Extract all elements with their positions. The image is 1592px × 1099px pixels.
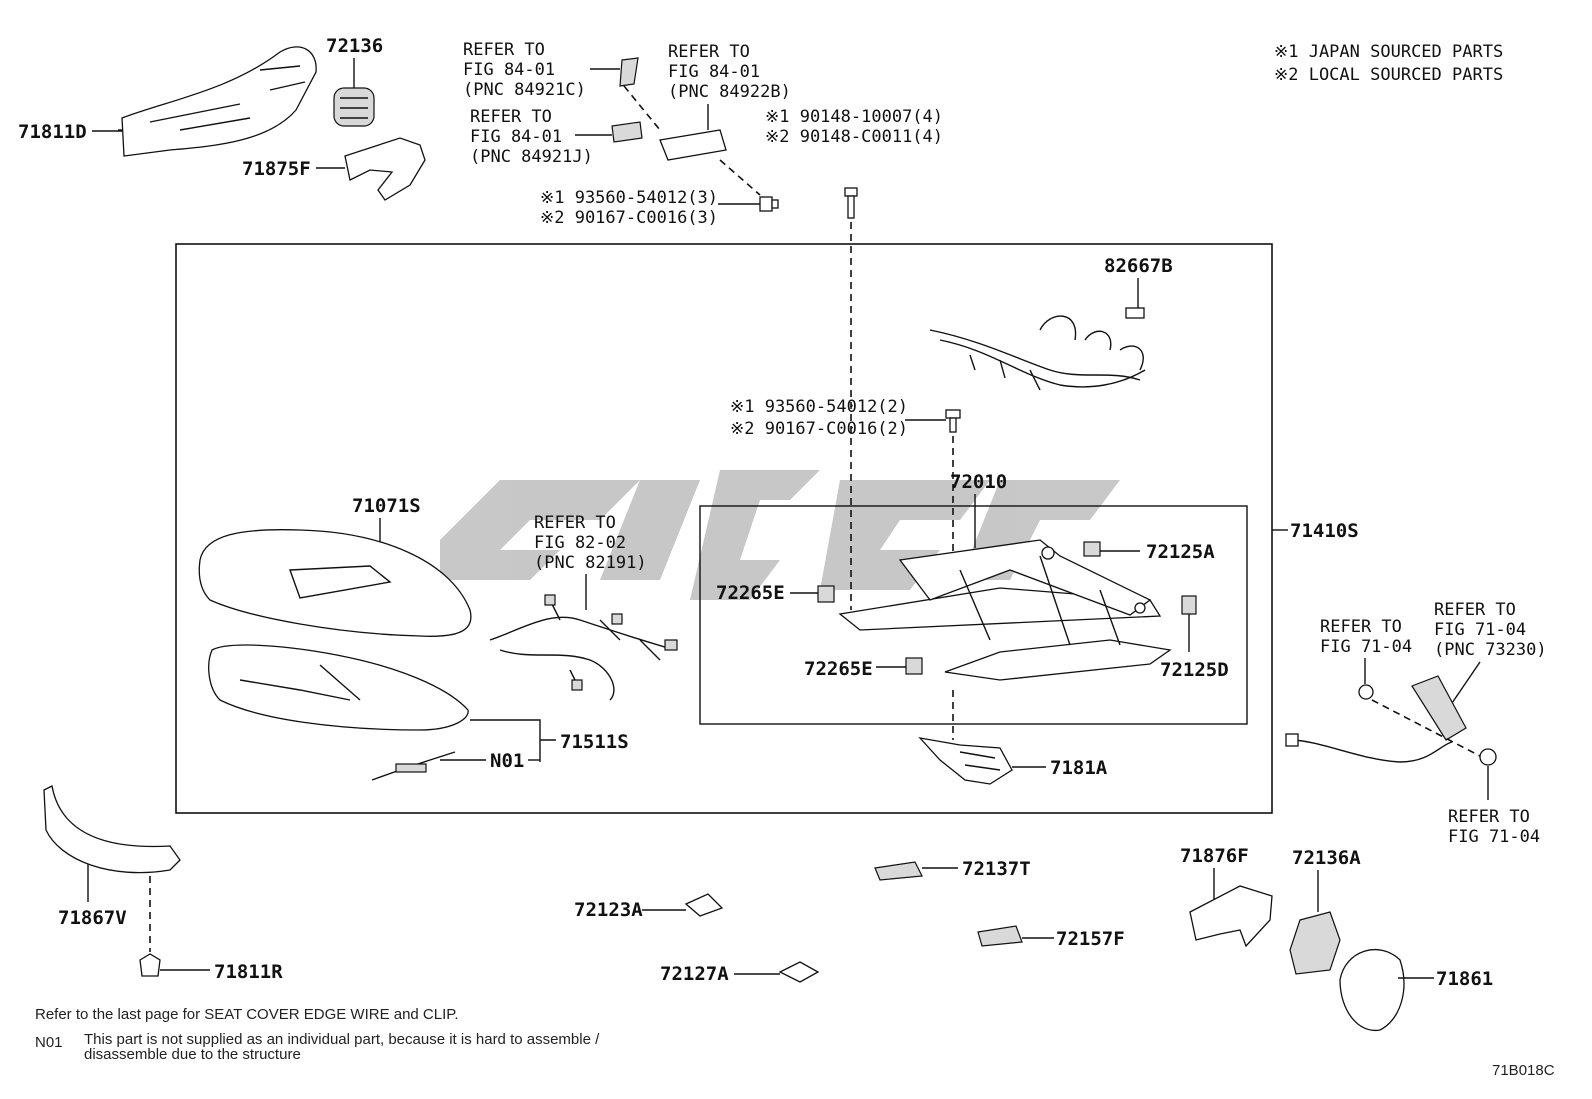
bolt2-japan: ※1 90148-10007(4) xyxy=(765,107,943,127)
ref6-line1: REFER TO xyxy=(1434,600,1516,620)
note-n01-line1: This part is not supplied as an individu… xyxy=(84,1031,600,1048)
cover-72157F-illustration xyxy=(977,925,1023,947)
label-N01: N01 xyxy=(490,750,524,772)
ref3-line3: (PNC 84921J) xyxy=(470,147,593,167)
clip-72125A-illustration xyxy=(1083,541,1101,557)
cover-71861-illustration xyxy=(1339,949,1405,1032)
bolt3-local: ※2 90167-C0016(2) xyxy=(730,419,908,439)
ref1-line2: FIG 84-01 xyxy=(463,60,555,80)
knob-84921J-illustration xyxy=(611,121,643,143)
label-72265E-1: 72265E xyxy=(716,582,785,604)
ref3-line2: FIG 84-01 xyxy=(470,127,562,147)
label-82667B: 82667B xyxy=(1104,255,1173,277)
label-71410S: 71410S xyxy=(1290,520,1359,542)
label-71876F: 71876F xyxy=(1180,845,1249,867)
ref1-line1: REFER TO xyxy=(463,40,545,60)
cover-72123A-illustration xyxy=(684,893,724,917)
label-72265E-2: 72265E xyxy=(804,658,873,680)
label-71875F: 71875F xyxy=(242,158,311,180)
seat-belt-buckle-illustration xyxy=(1285,675,1467,763)
connector-82667B-illustration xyxy=(1125,307,1145,319)
ref1-line3: (PNC 84921C) xyxy=(463,80,586,100)
label-72136A: 72136A xyxy=(1292,847,1361,869)
ref4-line1: REFER TO xyxy=(534,513,616,533)
cover-72127A-illustration xyxy=(778,961,820,983)
cover-72137T-illustration xyxy=(874,861,923,881)
bolt1-japan: ※1 93560-54012(3) xyxy=(540,188,718,208)
bracket-71876F-illustration xyxy=(1189,885,1273,948)
note-n01-line2: disassemble due to the structure xyxy=(84,1046,301,1063)
clip-71811R-illustration xyxy=(139,953,161,977)
ref2-line2: FIG 84-01 xyxy=(668,62,760,82)
ref6-line2: FIG 71-04 xyxy=(1434,620,1526,640)
ref2-line3: (PNC 84922B) xyxy=(668,82,791,102)
label-72136: 72136 xyxy=(326,35,383,57)
seat-harness-illustration xyxy=(489,594,678,701)
label-71867V: 71867V xyxy=(58,907,127,929)
note-n01-code: N01 xyxy=(35,1034,63,1051)
clip-72265E-2-illustration xyxy=(905,657,923,675)
label-71811D: 71811D xyxy=(18,121,87,143)
ref3-line1: REFER TO xyxy=(470,107,552,127)
legend-japan: ※1 JAPAN SOURCED PARTS xyxy=(1274,42,1503,62)
label-71861: 71861 xyxy=(1436,968,1493,990)
bolt1-local: ※2 90167-C0016(3) xyxy=(540,208,718,228)
n01-wire-illustration xyxy=(371,751,456,781)
clip-72265E-1-illustration xyxy=(817,585,835,603)
label-71511S: 71511S xyxy=(560,731,629,753)
legend-local: ※2 LOCAL SOURCED PARTS xyxy=(1274,65,1503,85)
grommet-ring-2-illustration xyxy=(1479,748,1497,766)
label-72010: 72010 xyxy=(950,471,1007,493)
label-72127A: 72127A xyxy=(660,963,729,985)
ref7-line2: FIG 71-04 xyxy=(1448,827,1540,847)
label-72125A: 72125A xyxy=(1146,541,1215,563)
label-72137T: 72137T xyxy=(962,858,1031,880)
grommet-ring-illustration xyxy=(1358,684,1374,700)
label-7181A: 7181A xyxy=(1050,757,1108,779)
seat-shield-illustration xyxy=(121,46,317,157)
knob-72136-illustration xyxy=(333,87,375,127)
bolt3-japan: ※1 93560-54012(2) xyxy=(730,397,908,417)
seat-track-frame-illustration xyxy=(838,539,1172,681)
label-72123A: 72123A xyxy=(574,899,643,921)
ref6-line3: (PNC 73230) xyxy=(1434,640,1547,660)
ref4-line3: (PNC 82191) xyxy=(534,553,647,573)
assembly-box xyxy=(175,243,1273,814)
clip-72125D-illustration xyxy=(1181,595,1197,615)
switch-84922B-illustration xyxy=(659,129,727,161)
ring-84921C-illustration xyxy=(619,57,639,87)
wire-harness-illustration xyxy=(929,315,1146,391)
ref4-line2: FIG 82-02 xyxy=(534,533,626,553)
label-71811R: 71811R xyxy=(214,961,283,983)
bolt3-illustration xyxy=(945,409,961,433)
track-subbox xyxy=(699,505,1248,725)
label-72125D: 72125D xyxy=(1160,659,1229,681)
seat-cushion-pad-illustration xyxy=(198,529,472,637)
ref2-line1: REFER TO xyxy=(668,42,750,62)
motor-7181A-illustration xyxy=(918,737,1013,785)
ref7-line1: REFER TO xyxy=(1448,807,1530,827)
garnish-71867V-illustration xyxy=(43,785,181,874)
bolt2-local: ※2 90148-C0011(4) xyxy=(765,127,943,147)
label-72157F: 72157F xyxy=(1056,928,1125,950)
bolt1-illustration xyxy=(759,196,779,212)
bolt2-illustration xyxy=(844,187,858,219)
note-edge-wire: Refer to the last page for SEAT COVER ED… xyxy=(35,1006,459,1023)
knob-72136A-illustration xyxy=(1289,911,1341,975)
seat-cushion-cover-illustration xyxy=(208,644,469,731)
ref5-line1: REFER TO xyxy=(1320,617,1402,637)
ref5-line2: FIG 71-04 xyxy=(1320,637,1412,657)
figure-id: 71B018C xyxy=(1492,1062,1555,1079)
bracket-71875F-illustration xyxy=(344,137,426,201)
label-71071S: 71071S xyxy=(352,495,421,517)
